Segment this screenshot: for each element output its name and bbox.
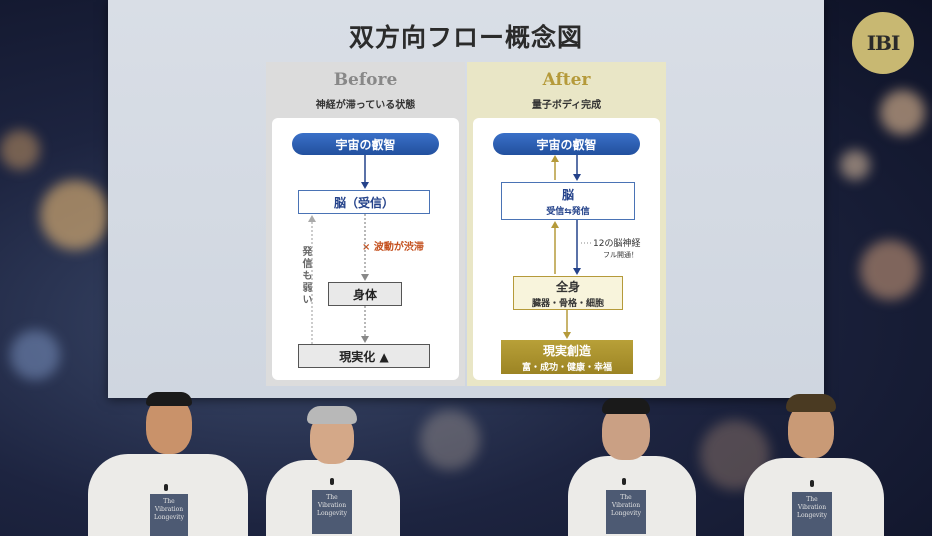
presenter-1: The Vibration Longevity (88, 392, 248, 536)
lapel-mic-icon (164, 484, 168, 491)
before-arrows (272, 118, 459, 380)
presenter-3: The Vibration Longevity (568, 398, 696, 536)
before-diagram: 宇宙の叡智 脳（受信） × 波動が渋滞 発信も弱い 身体 現実化 ▲ (272, 118, 459, 380)
after-arrows (473, 118, 660, 380)
channel-logo: IBI (852, 12, 914, 74)
presenter-2: The Vibration Longevity (262, 406, 402, 536)
lapel-mic-icon (810, 480, 814, 487)
lapel-mic-icon (622, 478, 626, 485)
before-heading: Before (266, 70, 465, 90)
presenter-4: The Vibration Longevity (744, 394, 884, 536)
before-panel: Before 神経が滞っている状態 宇宙の叡智 脳（受信） × 波動が渋滞 発信… (266, 62, 465, 386)
after-diagram: 宇宙の叡智 脳 受信⇆発信 12の脳神経 フル開通！ 全身 臓器・骨格・細胞 現… (473, 118, 660, 380)
before-subtitle: 神経が滞っている状態 (266, 96, 465, 111)
channel-logo-text: IBI (867, 31, 900, 55)
after-subtitle: 量子ボディ完成 (467, 96, 666, 111)
after-panel: After 量子ボディ完成 宇宙の叡智 脳 受信⇆発信 12の脳神経 フル開通！… (467, 62, 666, 386)
presenter-3-shirt-print: The Vibration Longevity (606, 490, 646, 534)
presenter-4-shirt-print: The Vibration Longevity (792, 492, 832, 536)
slide-title: 双方向フロー概念図 (108, 18, 824, 54)
presenter-2-shirt-print: The Vibration Longevity (312, 490, 352, 534)
presenter-1-shirt-print: The Vibration Longevity (150, 494, 188, 536)
lapel-mic-icon (330, 478, 334, 485)
presentation-slide: 双方向フロー概念図 Before 神経が滞っている状態 宇宙の叡智 脳（受信） … (108, 0, 824, 398)
after-heading: After (467, 70, 666, 90)
